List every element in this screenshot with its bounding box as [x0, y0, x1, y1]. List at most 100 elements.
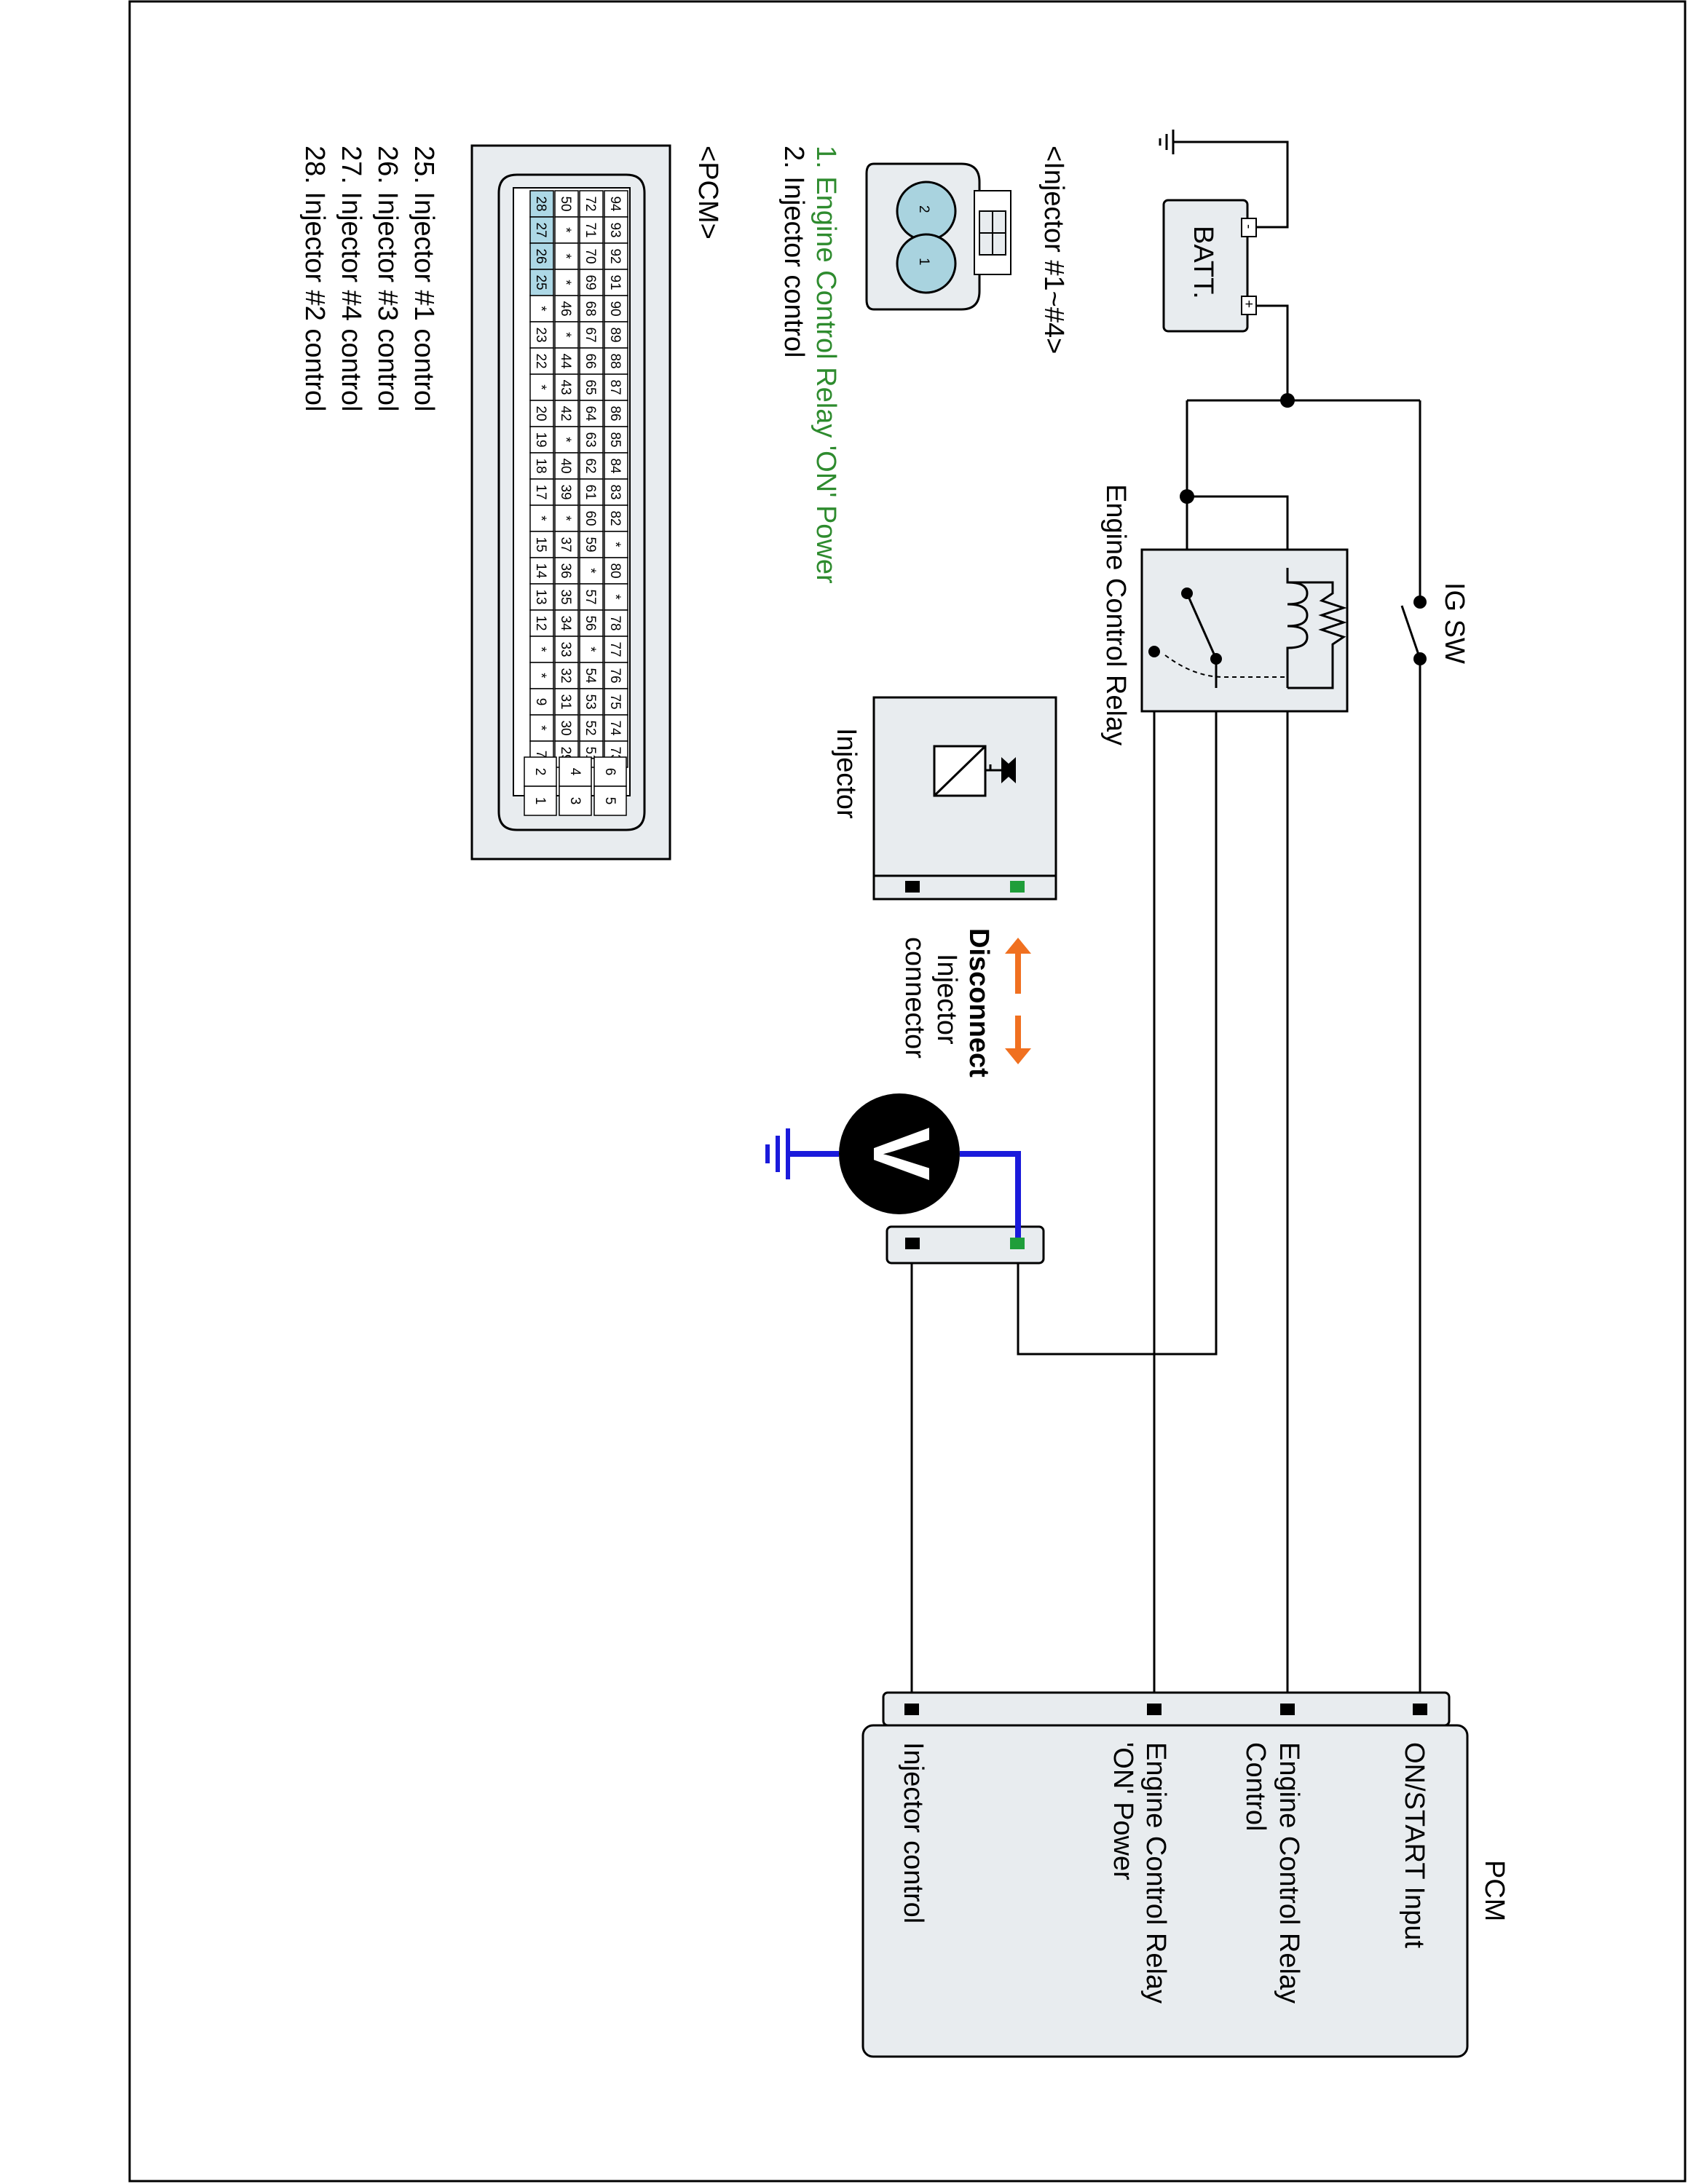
harness-connector	[886, 1225, 1045, 1265]
pcm-pin-number: 34	[558, 615, 573, 631]
voltmeter-symbol: V	[856, 1127, 946, 1180]
pcm-pin-number: 57	[583, 589, 598, 604]
pcm-pin-number: *	[558, 253, 573, 259]
pcm-pin-cell	[554, 242, 579, 270]
pcm-pin-cell	[604, 714, 628, 742]
pcm-pin-number: 64	[583, 405, 598, 422]
disconnect-line2: Injector	[931, 954, 962, 1045]
pcm-pin-cell	[554, 452, 579, 480]
pcm-pin-cell	[604, 505, 628, 532]
pcm-pin-number: 28	[533, 196, 548, 211]
page-frame	[128, 0, 1687, 2183]
pcm-pin-cell	[554, 269, 579, 296]
pcm-pin-cell	[604, 400, 628, 427]
pcm-pin-number: 93	[607, 222, 623, 237]
pcm-pin-number: 86	[607, 405, 623, 421]
pcm-pin-number: 88	[607, 353, 623, 368]
pcm-pin-number: *	[533, 673, 548, 678]
pcm-pin-cell	[604, 347, 628, 375]
battery: BATT. - +	[1162, 199, 1257, 333]
pcm-pin-number: 7	[533, 751, 548, 759]
pcm-pin-cell	[529, 557, 554, 585]
pcm-pin-number: 12	[533, 615, 548, 630]
pcm-small-pin-number: 1	[532, 797, 548, 805]
pcm-pin-number: 46	[558, 301, 573, 316]
pcm-pin-number: *	[558, 332, 573, 338]
battery-label: BATT.	[1188, 226, 1218, 299]
pcm-pin-cell	[579, 426, 604, 454]
pcm-pin-number: 53	[583, 694, 598, 709]
engine-control-relay: Engine Control Relay	[1100, 484, 1349, 745]
pcm-pin-number: 56	[583, 615, 598, 630]
pcm-pin-number: 25	[533, 274, 548, 290]
pcm-pin-number: 32	[558, 668, 573, 683]
injector-connector-title: <Injector #1~#4>	[1038, 146, 1069, 354]
pcm-pin-number: 54	[583, 668, 598, 684]
pcm-pin-number: 61	[583, 484, 598, 499]
pcm-pin-cell	[529, 400, 554, 427]
pcm-pin-cell	[604, 295, 628, 323]
injector-connector-detail: <Injector #1~#4> 2 1 1. Engine Control R…	[778, 146, 1069, 584]
pcm-pin-number: *	[533, 306, 548, 312]
pcm-small-pin-number: 5	[602, 797, 618, 805]
pcm-pin-number: 59	[583, 537, 598, 552]
pcm-small-pin-number: 2	[532, 768, 548, 776]
pcm-pin-cell	[529, 295, 554, 323]
pcm-pin-number: 85	[607, 432, 623, 447]
pcm-pin-cell	[579, 400, 604, 427]
injector-connector-pin2: 2	[916, 205, 931, 213]
injector-legend-2: 2. Injector control	[778, 146, 809, 357]
pcm-pin-cell	[529, 216, 554, 244]
pcm-pin-number: 63	[583, 432, 598, 447]
pcm-small-pin-cell	[524, 786, 557, 816]
pcm-pin-number: 20	[533, 405, 548, 421]
pcm-pin-on-start-label: ON/START Input	[1399, 1742, 1429, 1948]
pcm-pin-number: 18	[533, 458, 548, 473]
pcm-pin-cell	[529, 321, 554, 349]
pcm-pin-cell	[554, 216, 579, 244]
battery-neg-label: -	[1241, 224, 1256, 229]
pcm-legend-27: 27. Injector #4 control	[336, 146, 366, 411]
pcm-connector-detail: <PCM> 94939291908988878685848382*80*7877…	[299, 144, 723, 860]
pcm-small-pin-number: 3	[567, 797, 583, 805]
pcm-pin-number: 27	[533, 222, 548, 237]
pcm-pin-number: *	[558, 227, 573, 233]
pcm-pin-number: 94	[607, 196, 623, 212]
pcm-pin-number: 36	[558, 563, 573, 578]
pcm-pin-number: 60	[583, 510, 598, 526]
pcm-pin-cell	[579, 583, 604, 611]
pcm-pin-relay-control-line1: Engine Control Relay	[1274, 1742, 1304, 2003]
pcm-pin-injector-control	[904, 1704, 919, 1715]
pcm-pin-number: 30	[558, 720, 573, 735]
pcm-pin-cell	[554, 478, 579, 506]
pcm-pin-number: 82	[607, 510, 623, 526]
pcm-pin-number: *	[558, 280, 573, 285]
pcm-pin-relay-control	[1280, 1704, 1295, 1715]
pcm-pin-number: 52	[583, 720, 598, 735]
pcm-pin-number: 90	[607, 301, 623, 316]
pcm-pin-number: 77	[607, 641, 623, 657]
pcm-box: PCM ON/START Input Engine Control Relay …	[861, 1691, 1510, 2058]
pcm-pin-number: *	[583, 646, 598, 652]
pcm-pin-number: 62	[583, 458, 598, 473]
pcm-pin-number: 92	[607, 248, 623, 264]
pcm-box-title: PCM	[1479, 1860, 1510, 1921]
injector: Injector	[831, 696, 1057, 901]
pcm-pin-number: 66	[583, 353, 598, 368]
pcm-pin-number: 74	[607, 720, 623, 736]
pcm-pin-cell	[604, 688, 628, 716]
pcm-pin-cell	[579, 242, 604, 270]
pcm-pin-cell	[554, 609, 579, 637]
pcm-small-pin-number: 4	[567, 768, 583, 776]
pcm-pin-cell	[604, 557, 628, 585]
pcm-pin-number: 44	[558, 353, 573, 369]
pcm-pin-number: *	[533, 384, 548, 390]
pcm-pin-number: 26	[533, 248, 548, 264]
pcm-pin-number: 35	[558, 589, 573, 604]
pcm-pin-cell	[554, 557, 579, 585]
relay-label: Engine Control Relay	[1100, 484, 1131, 745]
pcm-pin-cell	[579, 373, 604, 401]
pcm-connector-title: <PCM>	[693, 146, 723, 240]
